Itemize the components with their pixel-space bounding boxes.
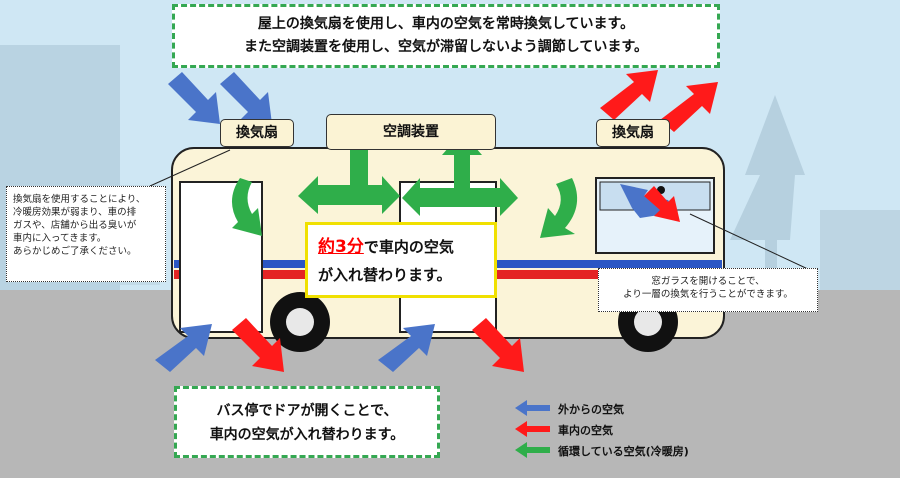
red-arrow-front-door (232, 318, 284, 372)
bottom-note: バス停でドアが開くことで、 車内の空気が入れ替わります。 (174, 386, 440, 458)
red-arrows (232, 70, 718, 372)
legend-outside-label: 外からの空気 (558, 403, 624, 416)
right-callout-line-2: より一層の換気を行うことができます。 (623, 289, 793, 300)
callout-pointer-right (689, 213, 811, 271)
bottom-note-line-1: バス停でドアが開くことで、 (216, 403, 398, 419)
blue-arrow-front-door (155, 324, 212, 372)
right-callout-line-1: 窓ガラスを開けることで、 (651, 276, 765, 287)
left-callout-line-5: あらかじめご了承ください。 (13, 246, 137, 257)
blue-arrow-roof-1 (168, 72, 220, 124)
blue-arrow-middle-door (378, 324, 435, 372)
blue-arrow-roof-2 (220, 72, 272, 124)
red-arrow-window (644, 186, 680, 222)
legend-outside: 外からの空気 (558, 401, 624, 417)
front-door (179, 181, 263, 333)
green-arrow-aircon-right (402, 132, 518, 216)
left-callout: 換気扇を使用することにより、 冷暖房効果が弱まり、車の排 ガスや、店舗から出る臭… (6, 186, 166, 282)
center-message: 約3分で車内の空気 が入れ替わります。 (305, 222, 497, 298)
left-callout-line-3: ガスや、店舗から出る臭いが (13, 220, 137, 231)
green-arrow-right-curl (540, 178, 578, 238)
left-callout-line-1: 換気扇を使用することにより、 (13, 194, 146, 205)
legend-circulating-label: 循環している空気(冷暖房) (558, 445, 689, 458)
center-line-2: が入れ替わります。 (318, 266, 452, 284)
green-arrow-left-curl (231, 178, 262, 236)
center-highlight: 約3分 (318, 237, 364, 257)
legend-arrows (515, 400, 550, 458)
red-arrow-roof-1 (600, 70, 658, 120)
callout-pointer-left (149, 149, 231, 187)
tree-right (730, 95, 805, 240)
legend-circulating: 循環している空気(冷暖房) (558, 443, 689, 459)
top-note-line-1: 屋上の換気扇を使用し、車内の空気を常時換気しています。 (257, 16, 635, 32)
center-line-1: で車内の空気 (363, 238, 454, 256)
left-callout-line-4: 車内に入ってきます。 (13, 233, 107, 244)
red-arrow-roof-2 (660, 82, 718, 132)
top-note-line-2: また空調装置を使用し、空気が滞留しないよう調節しています。 (244, 39, 648, 55)
bottom-note-line-2: 車内の空気が入れ替わります。 (209, 427, 405, 443)
legend-arrow-green (515, 442, 550, 458)
legend-inside-label: 車内の空気 (558, 424, 613, 437)
legend-inside: 車内の空気 (558, 422, 613, 438)
right-callout: 窓ガラスを開けることで、 より一層の換気を行うことができます。 (598, 268, 818, 312)
red-arrow-middle-door (472, 318, 524, 372)
fan-label-right: 換気扇 (596, 119, 670, 147)
fan-label-left: 換気扇 (220, 119, 294, 147)
green-arrow-aircon-left (298, 140, 400, 214)
aircon-label: 空調装置 (326, 114, 496, 150)
green-arrows (231, 132, 578, 238)
legend-arrow-blue (515, 400, 550, 416)
left-callout-line-2: 冷暖房効果が弱まり、車の排 (13, 207, 137, 218)
top-note: 屋上の換気扇を使用し、車内の空気を常時換気しています。 また空調装置を使用し、空… (172, 4, 720, 68)
legend-arrow-red (515, 421, 550, 437)
